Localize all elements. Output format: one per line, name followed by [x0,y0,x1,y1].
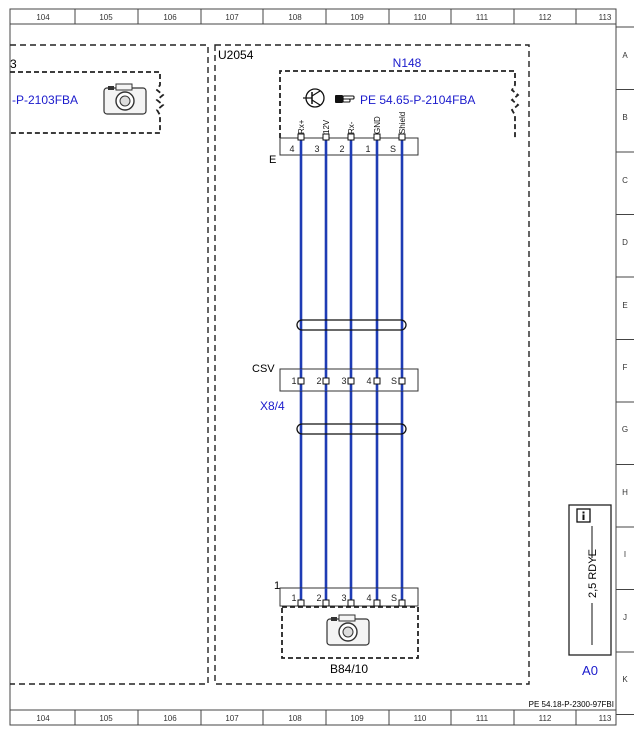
footer-ref: PE 54.18-P-2300-97FBI [529,700,614,709]
pin-number: S [391,376,397,386]
pin-number: 4 [289,144,294,154]
col-label-bottom: 110 [414,714,427,723]
row-label: I [624,550,626,559]
pin-number: 2 [316,376,321,386]
twisted-pair-marker [296,423,407,435]
splice-id[interactable]: X8/4 [260,399,285,413]
camera-icon[interactable] [326,614,370,646]
col-label-bottom: 105 [99,714,113,723]
pin-markers-camera [297,599,406,607]
component-boundary [279,70,520,138]
component-id[interactable]: N148 [393,56,422,70]
pin-number: 3 [341,376,346,386]
camera-boundary [281,606,419,659]
left-module-ref[interactable]: -P-2103FBA [12,93,78,107]
col-label: 106 [163,13,177,22]
camera-id[interactable]: B84/10 [330,662,368,676]
pointing-hand-icon[interactable] [335,95,355,103]
pin-number: 2 [316,593,321,603]
twisted-pair-marker [296,319,407,331]
pin-number: 1 [365,144,370,154]
camera-icon[interactable] [103,83,147,115]
pin-signal: 12V [322,119,331,134]
col-label: 107 [225,13,239,22]
row-label: B [622,113,627,122]
col-label-bottom: 113 [599,714,612,723]
wire-color-label: 2,5 RDYE [587,549,599,598]
pin-number: S [391,593,397,603]
pin-markers-top [297,133,406,141]
bottom-ruler [9,709,617,725]
col-label-bottom: 107 [225,714,239,723]
row-label: D [622,238,628,247]
left-module: 3 -P-2103FBA [10,44,209,685]
col-label: 109 [350,13,364,22]
col-label: 104 [36,13,50,22]
pin-signal: GND [373,116,382,134]
row-label: G [622,425,628,434]
row-label: J [623,613,627,622]
col-label-bottom: 108 [288,714,302,723]
col-label: 105 [99,13,113,22]
transistor-icon [303,88,325,108]
col-label: 110 [414,13,427,22]
row-label: F [623,363,628,372]
camera-connector-label: 1 [274,580,280,592]
pin-number: 1 [291,376,296,386]
pin-number: S [390,144,396,154]
pin-number: 3 [341,593,346,603]
col-label-bottom: 112 [539,714,552,723]
unit-boundary [214,44,530,685]
col-label: 113 [599,13,612,22]
pin-signal: Shield [398,112,407,134]
legend: 2,5 RDYE A0 [568,504,612,678]
row-label: C [622,176,628,185]
left-module-label: 3 [10,57,17,71]
row-label: E [622,301,627,310]
col-label: 112 [539,13,552,22]
pin-number: 2 [339,144,344,154]
col-label-bottom: 104 [36,714,50,723]
pin-number: 4 [366,593,371,603]
row-label: A [622,51,628,60]
zone-label: A0 [582,663,598,678]
pin-number: 1 [291,593,296,603]
col-label-bottom: 106 [163,714,177,723]
info-icon[interactable] [576,508,591,523]
col-label: 111 [476,13,489,22]
pin-number: 4 [366,376,371,386]
drawing-frame [9,8,617,726]
splice-label: CSV [252,363,275,375]
col-label-bottom: 109 [350,714,364,723]
pin-signal: Rx+ [297,119,306,134]
row-label: K [622,675,628,684]
col-label-bottom: 111 [476,714,489,723]
row-label: H [622,488,628,497]
component-ref[interactable]: PE 54.65-P-2104FBA [360,93,475,107]
pin-number: 3 [314,144,319,154]
pin-signal: Rx- [347,121,356,134]
unit-label: U2054 [218,48,254,62]
connector-label: E [269,154,276,166]
pin-markers-splice [297,377,406,385]
col-label: 108 [288,13,302,22]
right-ruler [615,9,634,725]
